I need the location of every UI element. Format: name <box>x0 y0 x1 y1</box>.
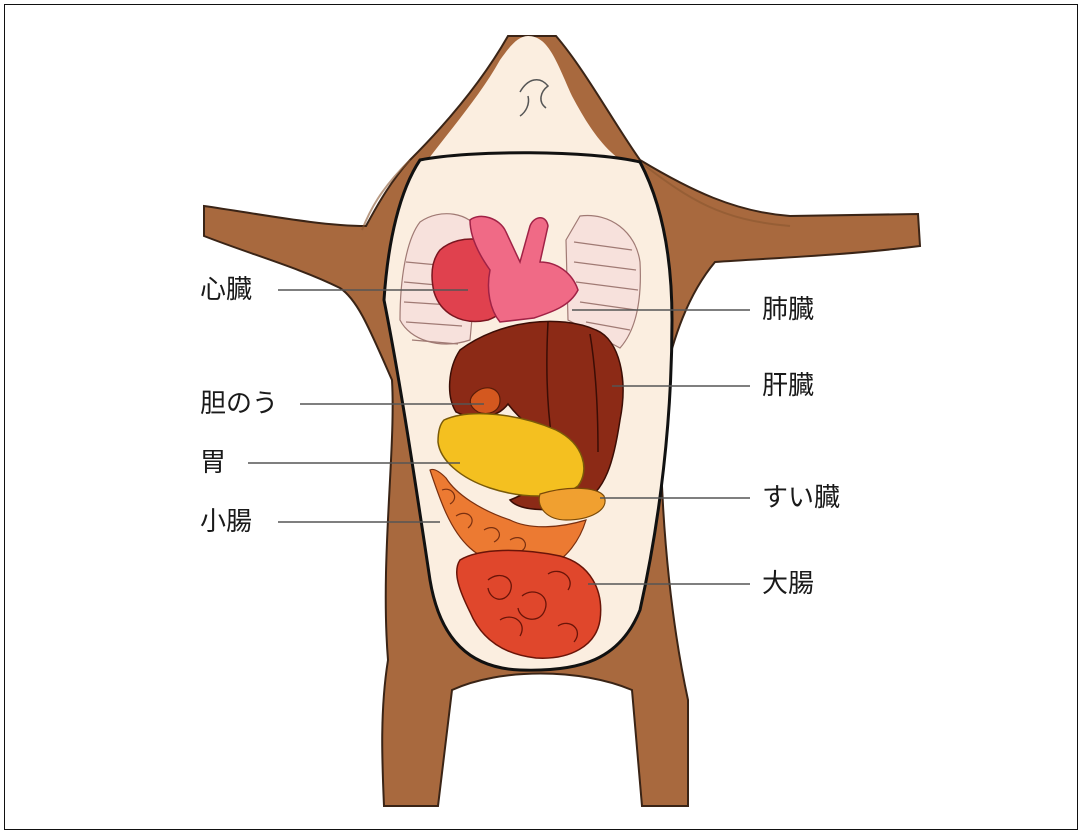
throat-area <box>420 36 640 170</box>
label-liver: 肝臓 <box>762 373 814 399</box>
label-heart: 心臓 <box>200 277 252 303</box>
label-small-intestine: 小腸 <box>200 509 252 535</box>
label-lung: 肺臓 <box>762 297 814 323</box>
label-large-intestine: 大腸 <box>762 571 814 597</box>
label-stomach: 胃 <box>200 450 226 476</box>
label-gallbladder: 胆のう <box>200 391 278 417</box>
label-pancreas: すい臓 <box>762 485 840 511</box>
